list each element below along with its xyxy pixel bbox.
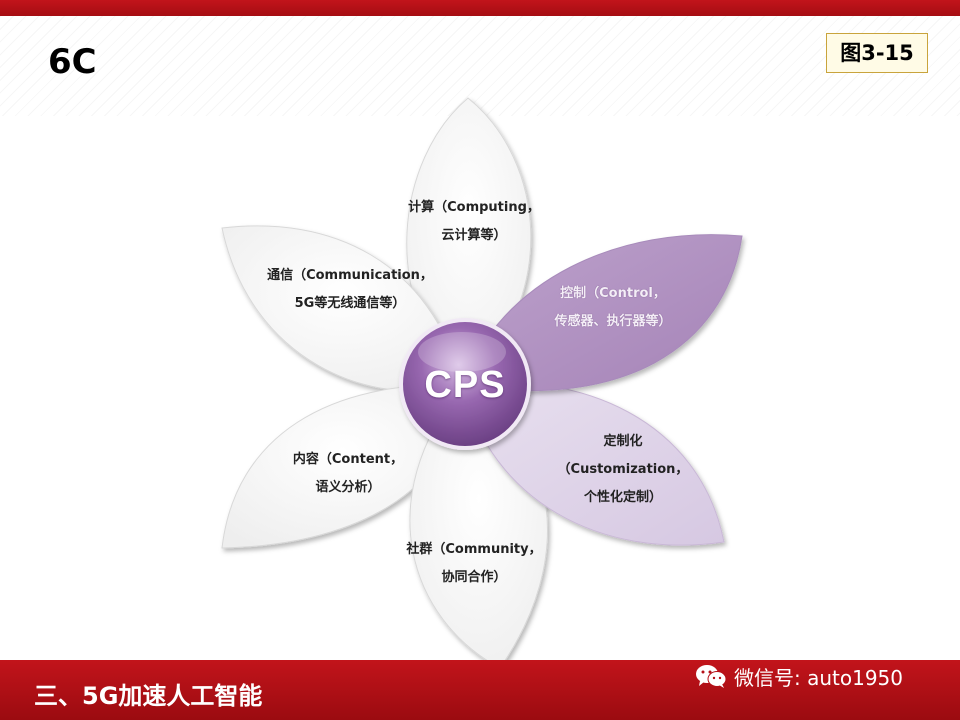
wechat-watermark: 微信号: auto1950	[694, 660, 903, 692]
petal-label-customization-line1: 定制化	[603, 434, 643, 449]
petal-label-computing-line1: 计算（Computing，	[408, 200, 540, 215]
petal-customization	[462, 381, 725, 546]
petal-label-computing-line2: 云计算等）	[441, 228, 507, 243]
wechat-icon	[696, 665, 727, 688]
petal-label-control-line2: 传感器、执行器等）	[554, 314, 672, 329]
petal-label-communication-line2: 5G等无线通信等）	[294, 296, 406, 311]
cps-center-highlight	[418, 332, 506, 372]
petal-label-content-line1: 内容（Content，	[292, 452, 404, 467]
section-title: 三、5G加速人工智能	[34, 682, 263, 710]
petal-control	[462, 234, 743, 392]
wechat-label: 微信号: auto1950	[734, 665, 904, 690]
figure-label: 图3-15	[826, 33, 928, 73]
petal-label-community-line2: 协同合作）	[441, 570, 507, 585]
petal-label-content-line2: 语义分析）	[315, 480, 381, 495]
header-pattern	[0, 16, 960, 116]
petal-label-community: 社群（Community， 协同合作）	[392, 536, 556, 592]
cps-center-circle	[399, 318, 531, 450]
cps-center-label: CPS	[424, 363, 506, 406]
bottom-red-bar	[0, 660, 960, 720]
petal-label-customization: 定制化 （Customization， 个性化定制）	[548, 428, 698, 512]
petal-label-communication: 通信（Communication， 5G等无线通信等）	[252, 262, 448, 318]
slide-title: 6C	[48, 42, 97, 82]
petal-label-computing: 计算（Computing， 云计算等）	[394, 194, 554, 250]
petal-label-communication-line1: 通信（Communication，	[267, 268, 433, 283]
petal-label-community-line1: 社群（Community，	[406, 542, 542, 557]
petal-label-customization-line3: 个性化定制）	[583, 490, 662, 505]
petal-communication	[221, 225, 464, 392]
petal-label-customization-line2: （Customization，	[557, 462, 689, 477]
petal-label-control: 控制（Control， 传感器、执行器等）	[528, 280, 698, 336]
petal-label-control-line1: 控制（Control，	[560, 286, 666, 301]
petal-label-content: 内容（Content， 语义分析）	[278, 446, 418, 502]
top-red-bar	[0, 0, 960, 16]
